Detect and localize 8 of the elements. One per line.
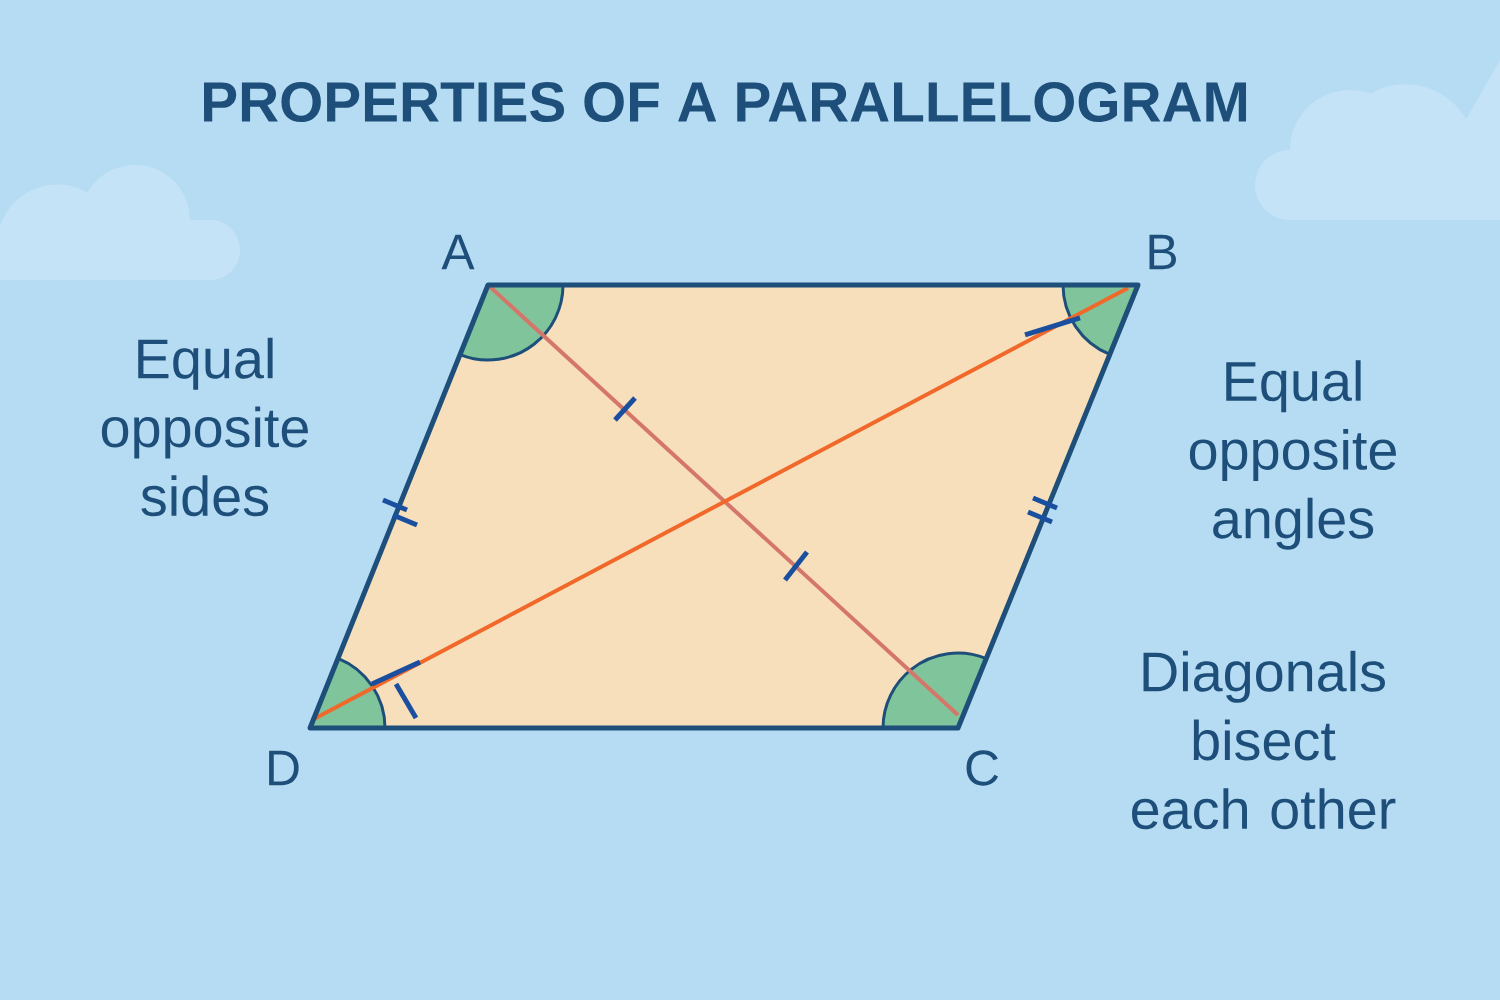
vertex-label: B	[1149, 234, 1176, 270]
vertex-label: A	[441, 234, 475, 270]
vertex-label: D	[269, 750, 299, 786]
property-label: Diagonals bisect each other	[1132, 650, 1396, 830]
title: PROPERTIES OF A PARALLELOGRAM	[204, 81, 1247, 123]
property-label: Equal opposite sides	[101, 337, 308, 517]
vertex-label: C	[966, 750, 999, 786]
property-label: Equal opposite angles	[1189, 360, 1396, 550]
